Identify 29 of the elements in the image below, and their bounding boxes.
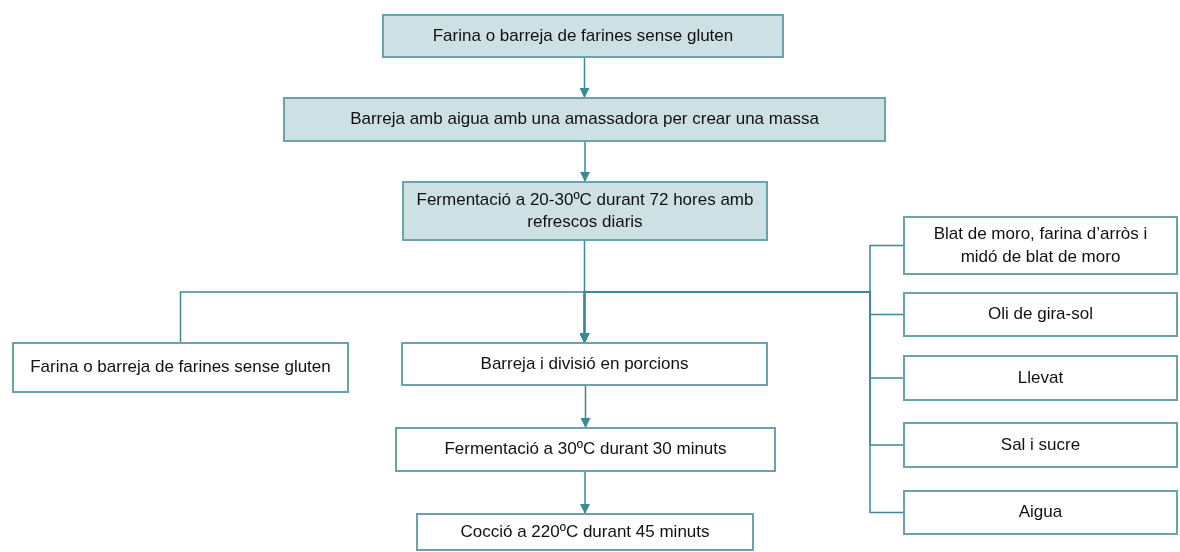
- arrow: [579, 57, 590, 98]
- process-box: [416, 513, 754, 551]
- process-box: [401, 342, 768, 386]
- arrow: [580, 385, 591, 428]
- process-box: [903, 216, 1178, 275]
- process-box: [903, 355, 1178, 401]
- step-text: Sal i sucre: [1000, 433, 1081, 456]
- step-text: Barreja amb aigua amb una amassadora per crear una massa: [350, 108, 819, 131]
- process-box: [903, 292, 1178, 337]
- process-box: [12, 342, 349, 393]
- arrow: [580, 471, 590, 514]
- step-text: Fermentació a 20-30ºC durant 72 hores amb refrescos diaris: [415, 188, 755, 233]
- step-text: Farina o barreja de farines sense gluten: [432, 24, 734, 47]
- step-text: Llevat: [1017, 366, 1064, 389]
- step-text: Cocció a 220ºC durant 45 minuts: [460, 520, 710, 543]
- process-box: [402, 181, 768, 241]
- step-text: Barreja i divisió en porcions: [480, 352, 689, 375]
- step-text: Aigua: [1018, 501, 1063, 524]
- step-text: Oli de gira-sol: [988, 303, 1093, 326]
- step-text: Farina o barreja de farines sense gluten: [30, 356, 331, 379]
- process-box: [283, 97, 886, 142]
- process-box: [382, 14, 784, 58]
- arrow: [580, 141, 590, 182]
- process-box: [395, 427, 776, 472]
- arrow: [579, 291, 904, 514]
- step-text: Fermentació a 30ºC durant 30 minuts: [444, 438, 727, 461]
- process-box: [903, 422, 1178, 468]
- process-box: [903, 490, 1178, 535]
- step-text: Blat de moro, farina d’arròs i midó de blat de moro: [932, 223, 1149, 268]
